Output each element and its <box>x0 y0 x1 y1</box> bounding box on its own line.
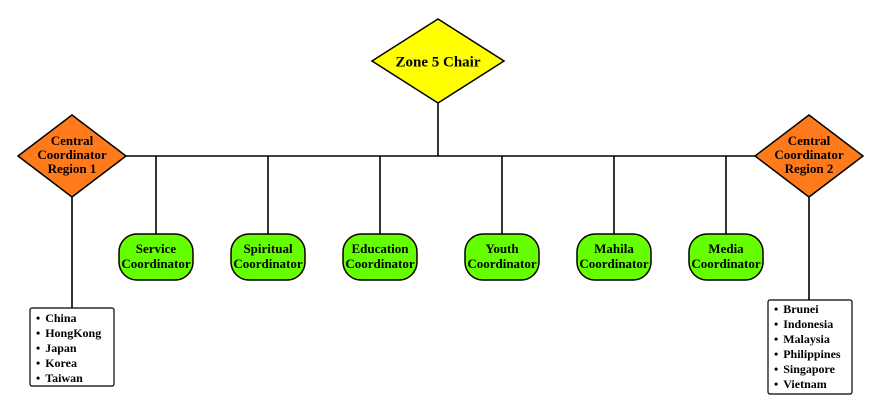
country-name: Malaysia <box>783 332 830 346</box>
region2-node: Central Coordinator Region 2 <box>753 114 865 198</box>
country-name: Singapore <box>783 362 835 376</box>
coordinator-spiritual: Spiritual Coordinator <box>230 233 306 281</box>
country-name: Japan <box>45 341 77 355</box>
connectors <box>71 103 810 308</box>
region2-label-line2: Coordinator <box>774 147 844 162</box>
coordinator-pill-youth <box>464 233 540 281</box>
list-item: • Malaysia <box>774 332 830 346</box>
coordinator-pill-service <box>118 233 194 281</box>
coordinator-pill-education <box>342 233 418 281</box>
region1-country-list: • China • HongKong • Japan • Korea • Taiwan <box>29 307 115 387</box>
coordinator-mahila-line1: Mahila <box>594 241 634 256</box>
coordinator-media: Media Coordinator <box>688 233 764 281</box>
list-item: • Indonesia <box>774 317 833 331</box>
list-item: • Vietnam <box>774 377 827 391</box>
bullet-icon: • <box>774 332 778 346</box>
region1-node: Central Coordinator Region 1 <box>16 114 128 198</box>
region1-label-line2: Coordinator <box>37 147 107 162</box>
region2-list-box <box>767 299 853 395</box>
bullet-icon: • <box>774 362 778 376</box>
coordinator-education-line1: Education <box>351 241 409 256</box>
coordinator-pill-mahila <box>576 233 652 281</box>
list-item: • Philippines <box>774 347 841 361</box>
chair-node: Zone 5 Chair <box>370 18 506 104</box>
bullet-icon: • <box>36 356 40 370</box>
country-name: Taiwan <box>45 371 83 385</box>
coordinator-service-line1: Service <box>136 241 177 256</box>
region1-label-line3: Region 1 <box>48 161 97 176</box>
coordinator-pill-spiritual <box>230 233 306 281</box>
bullet-icon: • <box>774 347 778 361</box>
coordinator-youth-line2: Coordinator <box>467 256 537 271</box>
coordinator-mahila-line2: Coordinator <box>579 256 649 271</box>
bullet-icon: • <box>774 377 778 391</box>
coordinator-media-line1: Media <box>708 241 744 256</box>
list-item: • Taiwan <box>36 371 83 385</box>
bullet-icon: • <box>36 341 40 355</box>
list-item: • Singapore <box>774 362 836 376</box>
region2-diamond <box>753 114 865 198</box>
coordinator-media-line2: Coordinator <box>691 256 761 271</box>
coordinator-youth: Youth Coordinator <box>464 233 540 281</box>
list-item: • HongKong <box>36 326 101 340</box>
country-name: HongKong <box>45 326 101 340</box>
chair-diamond <box>370 18 506 104</box>
region2-label-line3: Region 2 <box>785 161 834 176</box>
region2-country-list: • Brunei • Indonesia • Malaysia • Philippine… <box>767 299 853 395</box>
bullet-icon: • <box>774 317 778 331</box>
coordinator-service: Service Coordinator <box>118 233 194 281</box>
coordinator-mahila: Mahila Coordinator <box>576 233 652 281</box>
country-name: China <box>45 311 76 325</box>
coordinator-education: Education Coordinator <box>342 233 418 281</box>
country-name: Indonesia <box>783 317 833 331</box>
list-item: • Japan <box>36 341 77 355</box>
coordinator-education-line2: Coordinator <box>345 256 415 271</box>
region2-label-line1: Central <box>788 133 831 148</box>
coordinator-service-line2: Coordinator <box>121 256 191 271</box>
country-name: Brunei <box>783 302 819 316</box>
country-name: Vietnam <box>783 377 827 391</box>
region1-list-box <box>29 307 115 387</box>
coordinator-pill-media <box>688 233 764 281</box>
region1-diamond <box>16 114 128 198</box>
bullet-icon: • <box>36 311 40 325</box>
list-item: • Korea <box>36 356 77 370</box>
list-item: • Brunei <box>774 302 819 316</box>
chair-label: Zone 5 Chair <box>395 54 480 70</box>
bullet-icon: • <box>36 371 40 385</box>
country-name: Philippines <box>783 347 841 361</box>
coordinator-youth-line1: Youth <box>485 241 519 256</box>
coordinator-spiritual-line2: Coordinator <box>233 256 303 271</box>
list-item: • China <box>36 311 77 325</box>
bullet-icon: • <box>36 326 40 340</box>
country-name: Korea <box>45 356 77 370</box>
coordinator-spiritual-line1: Spiritual <box>243 241 293 256</box>
region1-label-line1: Central <box>51 133 94 148</box>
bullet-icon: • <box>774 302 778 316</box>
